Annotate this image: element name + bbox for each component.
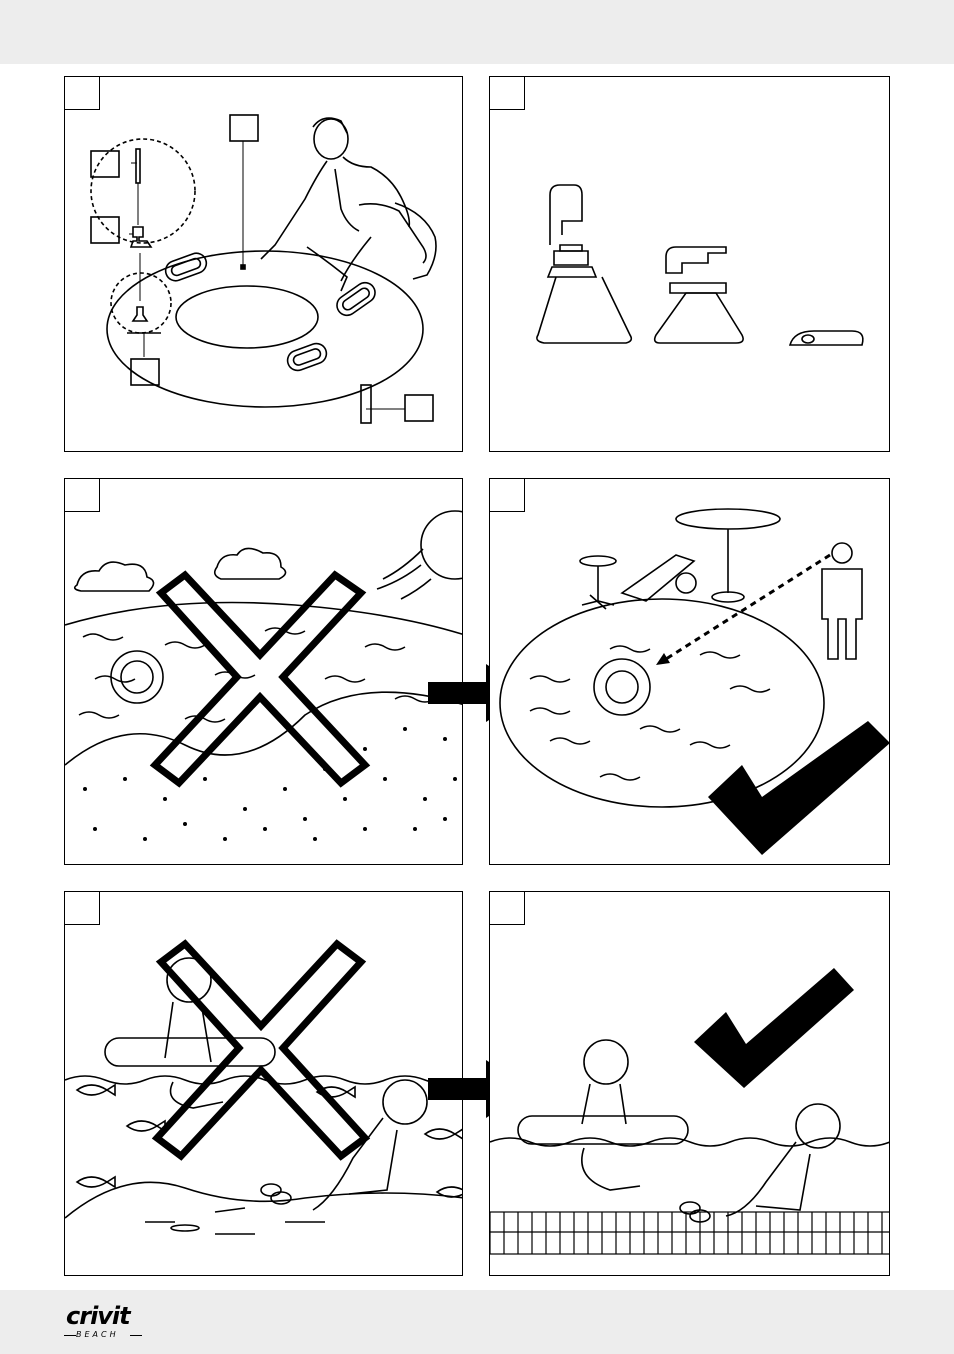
pool-illustration <box>499 508 889 855</box>
cross-mark-icon <box>149 570 371 788</box>
valve-closed-plug <box>665 246 727 274</box>
fish-icons <box>75 1083 462 1198</box>
valve-open-plug <box>549 184 583 245</box>
panel-valve-parts <box>489 76 890 452</box>
step-number-box <box>490 479 525 512</box>
check-mark-icon <box>694 968 854 1088</box>
brand-tagline: BEACH <box>76 1330 119 1339</box>
swim-ring-outline <box>106 250 424 408</box>
unsafe-swim-illustration <box>65 939 462 1235</box>
bottom-margin-band <box>0 1290 954 1354</box>
step-number-box <box>65 892 100 925</box>
top-margin-band <box>0 0 954 64</box>
step-number-box <box>65 77 100 110</box>
safe-swim-illustration <box>490 968 889 1255</box>
step-number-box <box>490 77 525 110</box>
panel-no-open-water <box>64 478 463 865</box>
step-number-box <box>65 479 100 512</box>
panel-inflate-ring <box>64 76 463 452</box>
repair-patch <box>788 330 864 346</box>
panel-no-unsupervised-child <box>64 891 463 1276</box>
brand-name: crivit <box>66 1302 131 1330</box>
panel-supervised-shallow-pool <box>489 891 890 1276</box>
step-number-box <box>490 892 525 925</box>
check-mark-icon <box>708 721 889 855</box>
logo-rule-right <box>130 1335 142 1336</box>
brand-logo: crivit BEACH <box>64 1302 144 1346</box>
valve-parts-illustration <box>536 184 864 346</box>
pool-tiles <box>490 1211 889 1255</box>
sand-dots <box>83 727 457 841</box>
logo-rule-left <box>64 1335 76 1336</box>
pool-outline <box>499 598 825 808</box>
panel-pool-supervised <box>489 478 890 865</box>
inflate-illustration <box>90 114 437 424</box>
swim-ring-hole <box>175 285 319 349</box>
open-water-illustration <box>65 510 462 841</box>
cross-mark-icon <box>151 939 371 1161</box>
